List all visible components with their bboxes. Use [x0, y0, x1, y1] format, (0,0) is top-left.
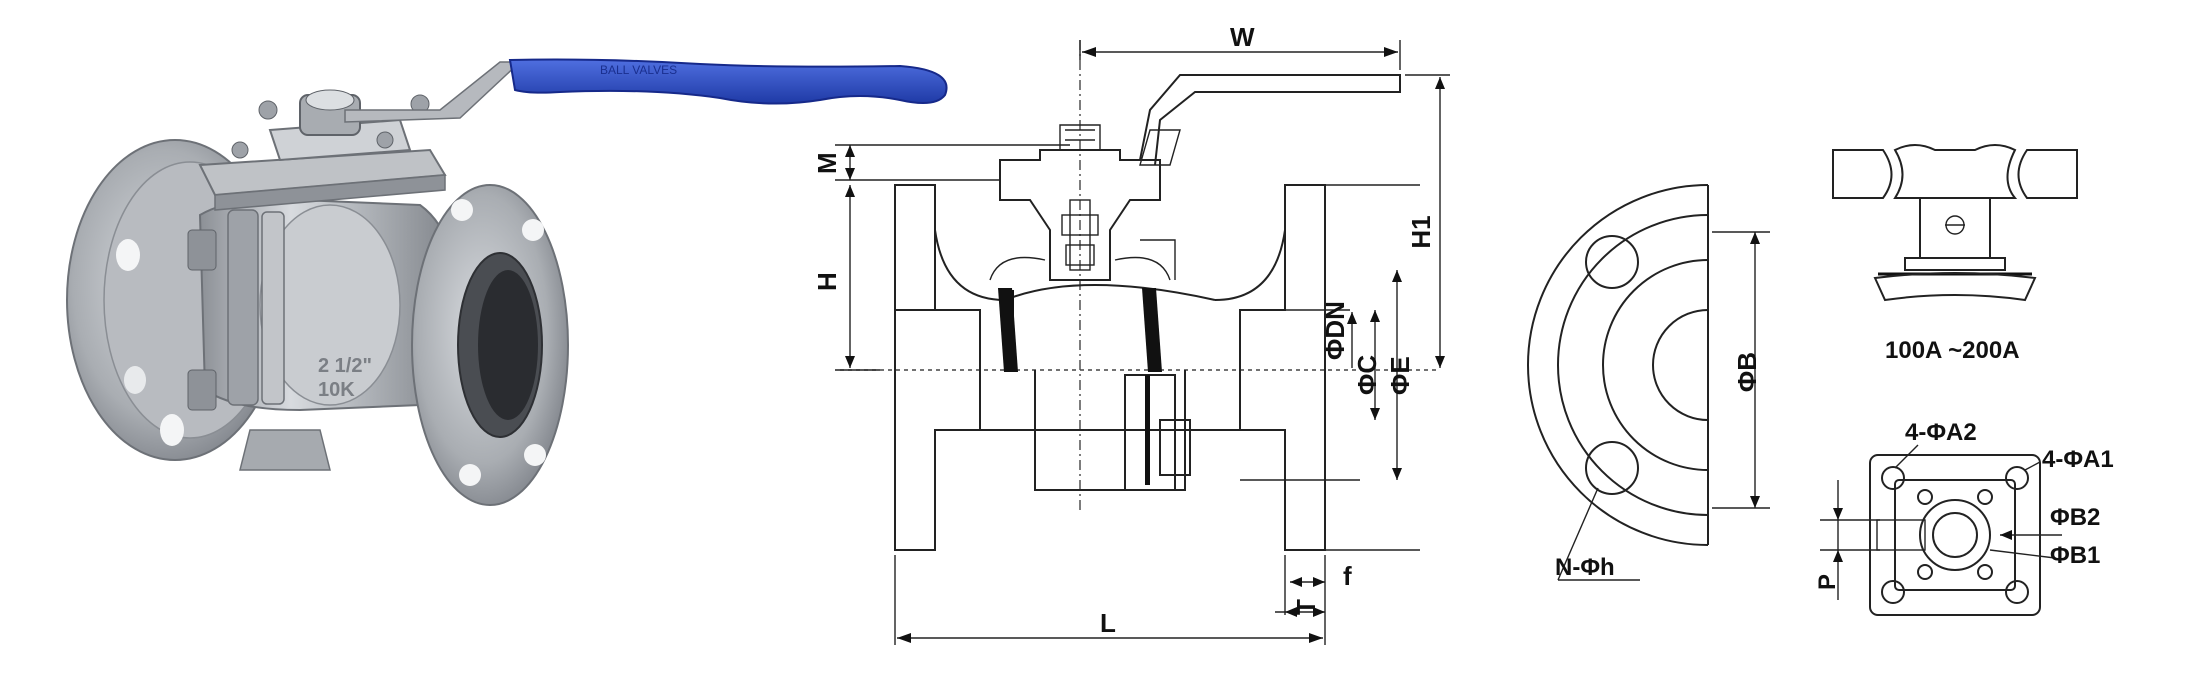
dim-label-l: L	[1100, 608, 1116, 638]
dim-label-n-h: N-Φh	[1555, 554, 1615, 581]
lever-handle: BALL VALVES	[344, 58, 948, 123]
dim-label-e: ΦE	[1385, 356, 1415, 395]
dim-label-f: f	[1343, 561, 1352, 591]
dim-label-a1: 4-ΦA1	[2042, 446, 2114, 473]
handle-text: BALL VALVES	[600, 63, 677, 77]
section-view: W M H H1 ΦDN ΦC ΦE f T	[812, 22, 1450, 645]
dim-label-a2: 4-ΦA2	[1905, 419, 1977, 446]
dim-label-b1: ΦB1	[2050, 542, 2100, 569]
bolt-nut	[187, 369, 217, 411]
dim-label-m: M	[812, 152, 842, 174]
dim-label-c: ΦC	[1352, 355, 1382, 395]
bolt-hole	[116, 239, 140, 271]
dim-label-b: ΦB	[1732, 352, 1762, 392]
dim-label-w: W	[1230, 22, 1255, 52]
stem-range-label: 100A ~200A	[1885, 337, 2020, 364]
body-marking-rating: 10K	[318, 379, 355, 401]
seat-right	[1142, 288, 1162, 372]
dim-label-b2: ΦB2	[2050, 504, 2100, 531]
stem-detail: 100A ~200A	[1832, 144, 2078, 364]
seat-left	[998, 288, 1018, 372]
dim-label-t: T	[1291, 599, 1321, 615]
body-marking-size: 2 1/2"	[318, 355, 372, 377]
valve-photo: 2 1/2" 10K	[66, 58, 948, 506]
mount-hole-a2	[1881, 466, 1905, 490]
dim-label-p: P	[1814, 574, 1841, 590]
bolt-hole	[160, 414, 184, 446]
dim-label-dn: ΦDN	[1320, 301, 1350, 360]
mount-hole	[2005, 580, 2029, 604]
bolt-hole	[459, 464, 481, 486]
bolt-hole	[524, 444, 546, 466]
flange-bolt-hole	[1585, 441, 1639, 495]
bolt-hole	[522, 219, 544, 241]
mount-pad-view: 4-ΦA2 4-ΦA1 ΦB2 ΦB1 P	[1814, 419, 2114, 616]
valve-body: 2 1/2" 10K	[187, 198, 462, 471]
bolt-hole	[451, 199, 473, 221]
dim-label-h: H	[812, 272, 842, 291]
mounting-pad	[198, 89, 447, 211]
dim-label-h1: H1	[1406, 215, 1436, 248]
body-joint	[227, 209, 259, 406]
flange-bolt-hole	[1585, 235, 1639, 289]
mount-hole-a1	[2005, 466, 2029, 490]
mount-hole	[1881, 580, 1905, 604]
right-flange	[411, 184, 569, 506]
bolt-nut	[187, 229, 217, 271]
stem-block	[1919, 197, 1991, 259]
flange-view: ΦB N-Φh	[1527, 184, 1770, 581]
bolt-hole	[124, 366, 146, 394]
body-foot	[239, 429, 331, 471]
